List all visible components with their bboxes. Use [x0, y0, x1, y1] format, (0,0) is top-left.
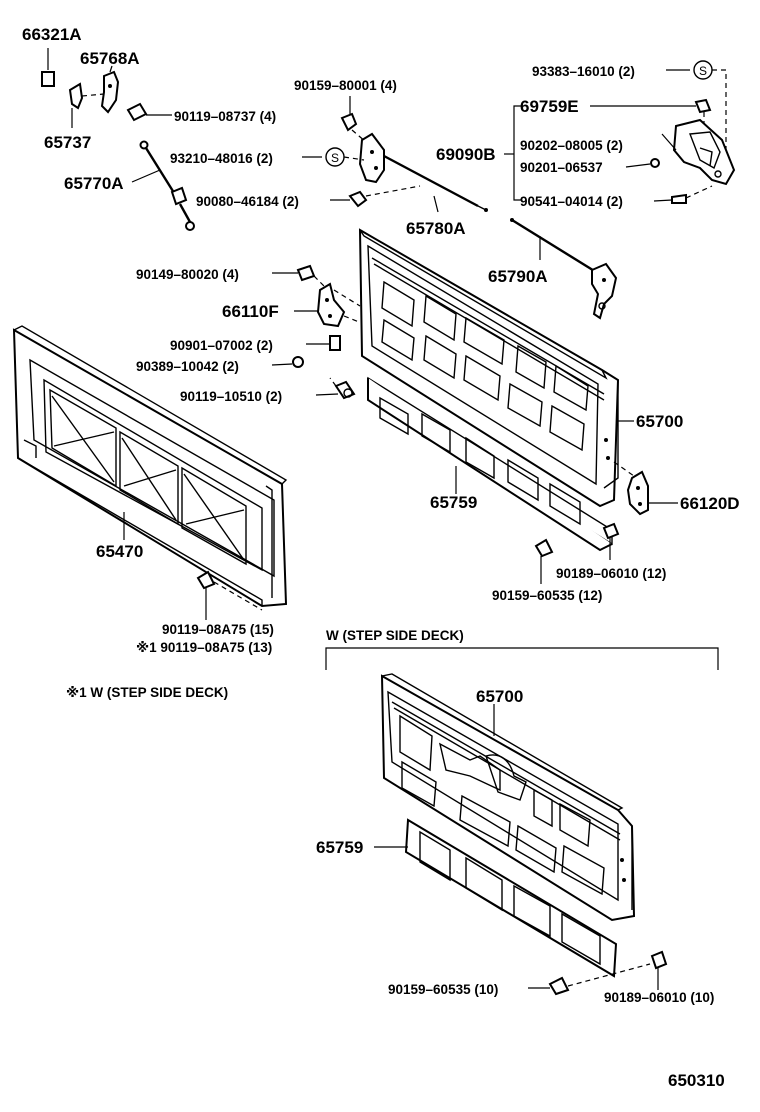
- part-90159-60535-screw: [534, 538, 554, 584]
- label-65470: 65470: [96, 542, 143, 561]
- part-65790A-cable: [510, 218, 618, 320]
- part-65759-trim-bottom: [374, 818, 618, 978]
- label-90119-08A75-15: 90119–08A75 (15): [162, 622, 274, 637]
- label-65790A: 65790A: [488, 267, 548, 286]
- part-90119-08737-bolt: [126, 102, 172, 122]
- part-66321A-clip: [41, 48, 55, 87]
- label-93210-48016: 93210–48016 (2): [170, 151, 273, 166]
- part-90080-46184-clip: [330, 185, 421, 208]
- part-90189-06010-clip-bottom: [650, 950, 668, 990]
- label-90080-46184: 90080–46184 (2): [196, 194, 299, 209]
- label-65700-top: 65700: [636, 412, 683, 431]
- label-93383-16010: 93383–16010 (2): [532, 64, 635, 79]
- label-90119-10510: 90119–10510 (2): [180, 389, 282, 404]
- part-66120D-hinge: [613, 461, 678, 516]
- diagram-id: 650310: [668, 1071, 725, 1090]
- part-69090B-handle: [661, 118, 736, 186]
- part-90159-80001-screw: [340, 96, 367, 143]
- section-header: W (STEP SIDE DECK): [326, 628, 464, 643]
- part-93210-48016-snap: S: [302, 147, 365, 167]
- snap-ring-symbol-2: S: [699, 64, 707, 78]
- part-65770A-cable: [131, 140, 195, 231]
- part-69759E-clip: [590, 98, 712, 128]
- label-90189-06010-10: 90189–06010 (10): [604, 990, 714, 1005]
- label-90159-60535-10: 90159–60535 (10): [388, 982, 498, 997]
- part-90901-07002-pin: [306, 335, 341, 351]
- part-90201-06537-washer: [625, 158, 660, 168]
- label-66120D: 66120D: [680, 494, 740, 513]
- part-90149-80020-screw: [272, 264, 327, 289]
- label-90189-06010-12: 90189–06010 (12): [556, 566, 666, 581]
- label-90901-07002: 90901–07002 (2): [170, 338, 273, 353]
- label-90149-80020: 90149–80020 (4): [136, 267, 239, 282]
- label-65759-top: 65759: [430, 493, 477, 512]
- part-65780A-lock-cable: [358, 132, 488, 213]
- label-65737: 65737: [44, 133, 91, 152]
- section-bracket: [325, 647, 719, 670]
- part-90189-06010-clip: [602, 522, 620, 560]
- part-65470-inner-panel: [12, 325, 288, 608]
- group-bracket-69090B: [513, 105, 522, 201]
- note-step-side-deck: ※1 W (STEP SIDE DECK): [66, 685, 228, 700]
- part-90159-60535-screw-bottom: [528, 963, 651, 996]
- part-90389-10042-bushing: [271, 356, 304, 368]
- label-90389-10042: 90389–10042 (2): [136, 359, 239, 374]
- part-90541-04014-cushion: [653, 185, 713, 204]
- label-65700-bottom: 65700: [476, 687, 523, 706]
- label-65759-bottom: 65759: [316, 838, 363, 857]
- snap-ring-symbol: S: [331, 151, 339, 165]
- part-65700-tailgate-top: [358, 228, 634, 508]
- part-90119-10510-bolt: [315, 377, 356, 400]
- label-65768A: 65768A: [80, 49, 140, 68]
- part-65759-trim-top: [367, 376, 613, 552]
- label-90202-08005: 90202–08005 (2): [520, 138, 623, 153]
- part-65700-tailgate-bottom: [380, 673, 636, 922]
- part-93383-16010-snap: S: [666, 60, 727, 160]
- label-90541-04014: 90541–04014 (2): [520, 194, 623, 209]
- part-65768A-hinge: [100, 65, 120, 114]
- label-90159-80001: 90159–80001 (4): [294, 78, 397, 93]
- part-90119-08A75-bolt: [196, 570, 263, 620]
- label-65780A: 65780A: [406, 219, 466, 238]
- part-66110F-hinge: [294, 282, 365, 328]
- label-69090B: 69090B: [436, 145, 496, 164]
- label-90119-08A75-13: ※1 90119–08A75 (13): [136, 640, 272, 655]
- label-90159-60535-12: 90159–60535 (12): [492, 588, 602, 603]
- part-65737-bracket: [68, 82, 105, 128]
- label-66110F: 66110F: [222, 302, 279, 321]
- label-69759E: 69759E: [520, 97, 579, 116]
- label-90201-06537: 90201–06537: [520, 160, 603, 175]
- label-90119-08737: 90119–08737 (4): [174, 109, 276, 124]
- label-65770A: 65770A: [64, 174, 124, 193]
- label-66321A: 66321A: [22, 25, 82, 44]
